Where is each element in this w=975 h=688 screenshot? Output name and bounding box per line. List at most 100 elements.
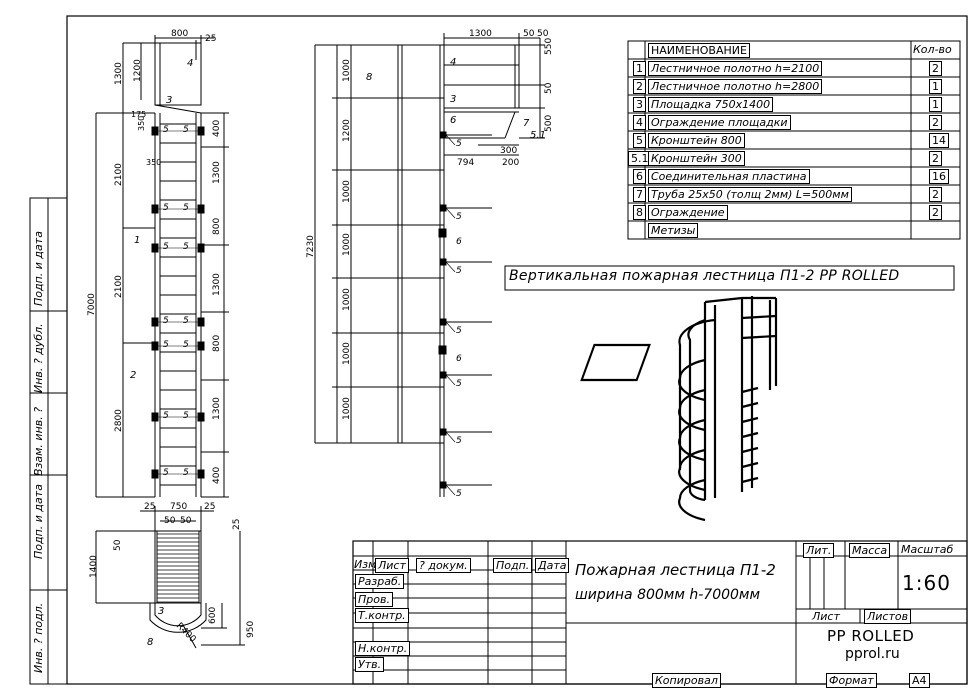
- title-block-header: Изм.: [354, 558, 380, 571]
- dim-front-2100b: 2100: [114, 275, 124, 298]
- callout-front-3: 3: [166, 95, 173, 106]
- dim-front-7000: 7000: [87, 293, 97, 316]
- dim-front-offset: 25: [205, 34, 217, 44]
- spec-qty: 16: [929, 169, 949, 184]
- title-block-header: ? докум.: [416, 558, 471, 573]
- title-block-header: Лист: [375, 558, 409, 573]
- dim-side-50: 50: [544, 82, 554, 94]
- dim-front-350a: 350: [137, 115, 146, 131]
- dim-front-right: 800: [212, 217, 222, 235]
- spec-qty: 2: [929, 187, 942, 202]
- dim-side-left: 1000: [342, 342, 352, 365]
- spec-pos: 5.1: [628, 151, 652, 166]
- dim-side-left: 1000: [342, 180, 352, 203]
- callout-side-8: 8: [366, 72, 373, 83]
- spec-header-name: НАИМЕНОВАНИЕ: [648, 43, 750, 58]
- spec-name: Кронштейн 800: [648, 133, 745, 148]
- front-view: [95, 35, 229, 498]
- scale-value: 1:60: [902, 571, 951, 595]
- left-stamp-label: Подп. и дата: [32, 231, 45, 306]
- sheets-label: Листов: [864, 609, 912, 624]
- dim-side-total: 7230: [306, 235, 316, 258]
- spec-name: Лестничное полотно h=2800: [648, 79, 823, 94]
- callout-front-5: 5: [163, 242, 169, 252]
- dim-side-top-b: 50: [523, 29, 535, 39]
- dim-side-550: 550: [544, 37, 554, 55]
- dim-plan-1400: 1400: [89, 555, 99, 578]
- title-block-role: Т.контр.: [355, 608, 409, 623]
- dim-plan-50c: 50: [113, 539, 123, 551]
- callout-side-5: 5: [456, 266, 462, 276]
- spec-qty: 14: [929, 133, 949, 148]
- callout-front-5: 5: [183, 316, 189, 326]
- callout-front-5: 5: [183, 203, 189, 213]
- spec-pos: 1: [633, 61, 646, 76]
- dim-side-left: 1000: [342, 233, 352, 256]
- callout-front-1: 1: [134, 235, 141, 246]
- callout-side-5: 5: [456, 139, 462, 149]
- dim-front-350b: 350: [146, 158, 162, 167]
- spec-pos: 4: [633, 115, 646, 130]
- callout-side-6: 6: [456, 354, 462, 364]
- spec-name: Труба 25х50 (толщ 2мм) L=500мм: [648, 187, 852, 202]
- callout-side-4: 4: [450, 57, 457, 68]
- spec-qty: 1: [929, 97, 942, 112]
- spec-name: Кронштейн 300: [648, 151, 745, 166]
- spec-qty: 2: [929, 61, 942, 76]
- dim-side-left: 1200: [342, 119, 352, 142]
- dim-platform-300: 300: [500, 146, 518, 156]
- doc-name-line1: Пожарная лестница П1-2: [575, 561, 776, 579]
- format-value: A4: [909, 673, 930, 688]
- doc-name-line2: ширина 800мм h-7000мм: [575, 587, 761, 603]
- iso-platform: [580, 343, 651, 382]
- spec-pos: 8: [633, 205, 646, 220]
- side-view: [314, 33, 545, 497]
- callout-front-5: 5: [183, 340, 189, 350]
- callout-side-6: 6: [456, 237, 462, 247]
- callout-front-4: 4: [187, 58, 194, 69]
- spec-name: Ограждение площадки: [648, 115, 791, 130]
- dim-front-2800: 2800: [114, 409, 124, 432]
- sheet-label: Лист: [812, 610, 840, 623]
- callout-side-5: 5: [456, 436, 462, 446]
- title-block-role: Н.контр.: [355, 641, 411, 656]
- spec-qty: 2: [929, 205, 942, 220]
- title-block-role: Утв.: [355, 657, 385, 672]
- drawing-title: Вертикальная пожарная лестница П1-2 PP R…: [509, 268, 900, 284]
- left-stamp-label: Взам. инв. ?: [32, 406, 45, 476]
- spec-name: Площадка 750х1400: [648, 97, 774, 112]
- callout-plan-8: 8: [147, 637, 154, 648]
- copied-label: Копировал: [652, 673, 721, 688]
- dim-plan-25c: 25: [232, 518, 242, 530]
- callout-side-5: 5: [456, 489, 462, 499]
- mass-label: Масса: [849, 543, 891, 558]
- dim-front-right: 1300: [212, 161, 222, 184]
- callout-front-5: 5: [163, 316, 169, 326]
- dim-front-right: 800: [212, 334, 222, 352]
- left-stamp-label: Инв. ? дубл.: [32, 323, 45, 393]
- title-block-role: Пров.: [355, 592, 393, 607]
- spec-pos: 3: [633, 97, 646, 112]
- dim-plan-50b: 50: [180, 516, 192, 526]
- callout-front-2: 2: [130, 370, 137, 381]
- dim-plan-600: 600: [208, 606, 218, 624]
- title-block-header: Дата: [535, 558, 570, 573]
- dim-platform-200: 200: [502, 158, 520, 168]
- callout-side-3: 3: [450, 94, 457, 105]
- drawing-title-box: [504, 265, 955, 291]
- spec-pos: 6: [633, 169, 646, 184]
- spec-qty: 1: [929, 79, 942, 94]
- title-block-role: Разраб.: [355, 574, 405, 589]
- callout-side-5: 5: [456, 326, 462, 336]
- spec-header-qty: Кол-во: [913, 43, 952, 56]
- dim-plan-950: 950: [246, 620, 256, 638]
- callout-front-5: 5: [183, 242, 189, 252]
- scale-label: Масштаб: [901, 543, 954, 556]
- spec-qty: 2: [929, 115, 942, 130]
- dim-front-right: 400: [212, 119, 222, 137]
- spec-table-lines: [627, 40, 961, 240]
- callout-front-5: 5: [163, 411, 169, 421]
- callout-side-5: 5: [456, 379, 462, 389]
- callout-front-5: 5: [183, 125, 189, 135]
